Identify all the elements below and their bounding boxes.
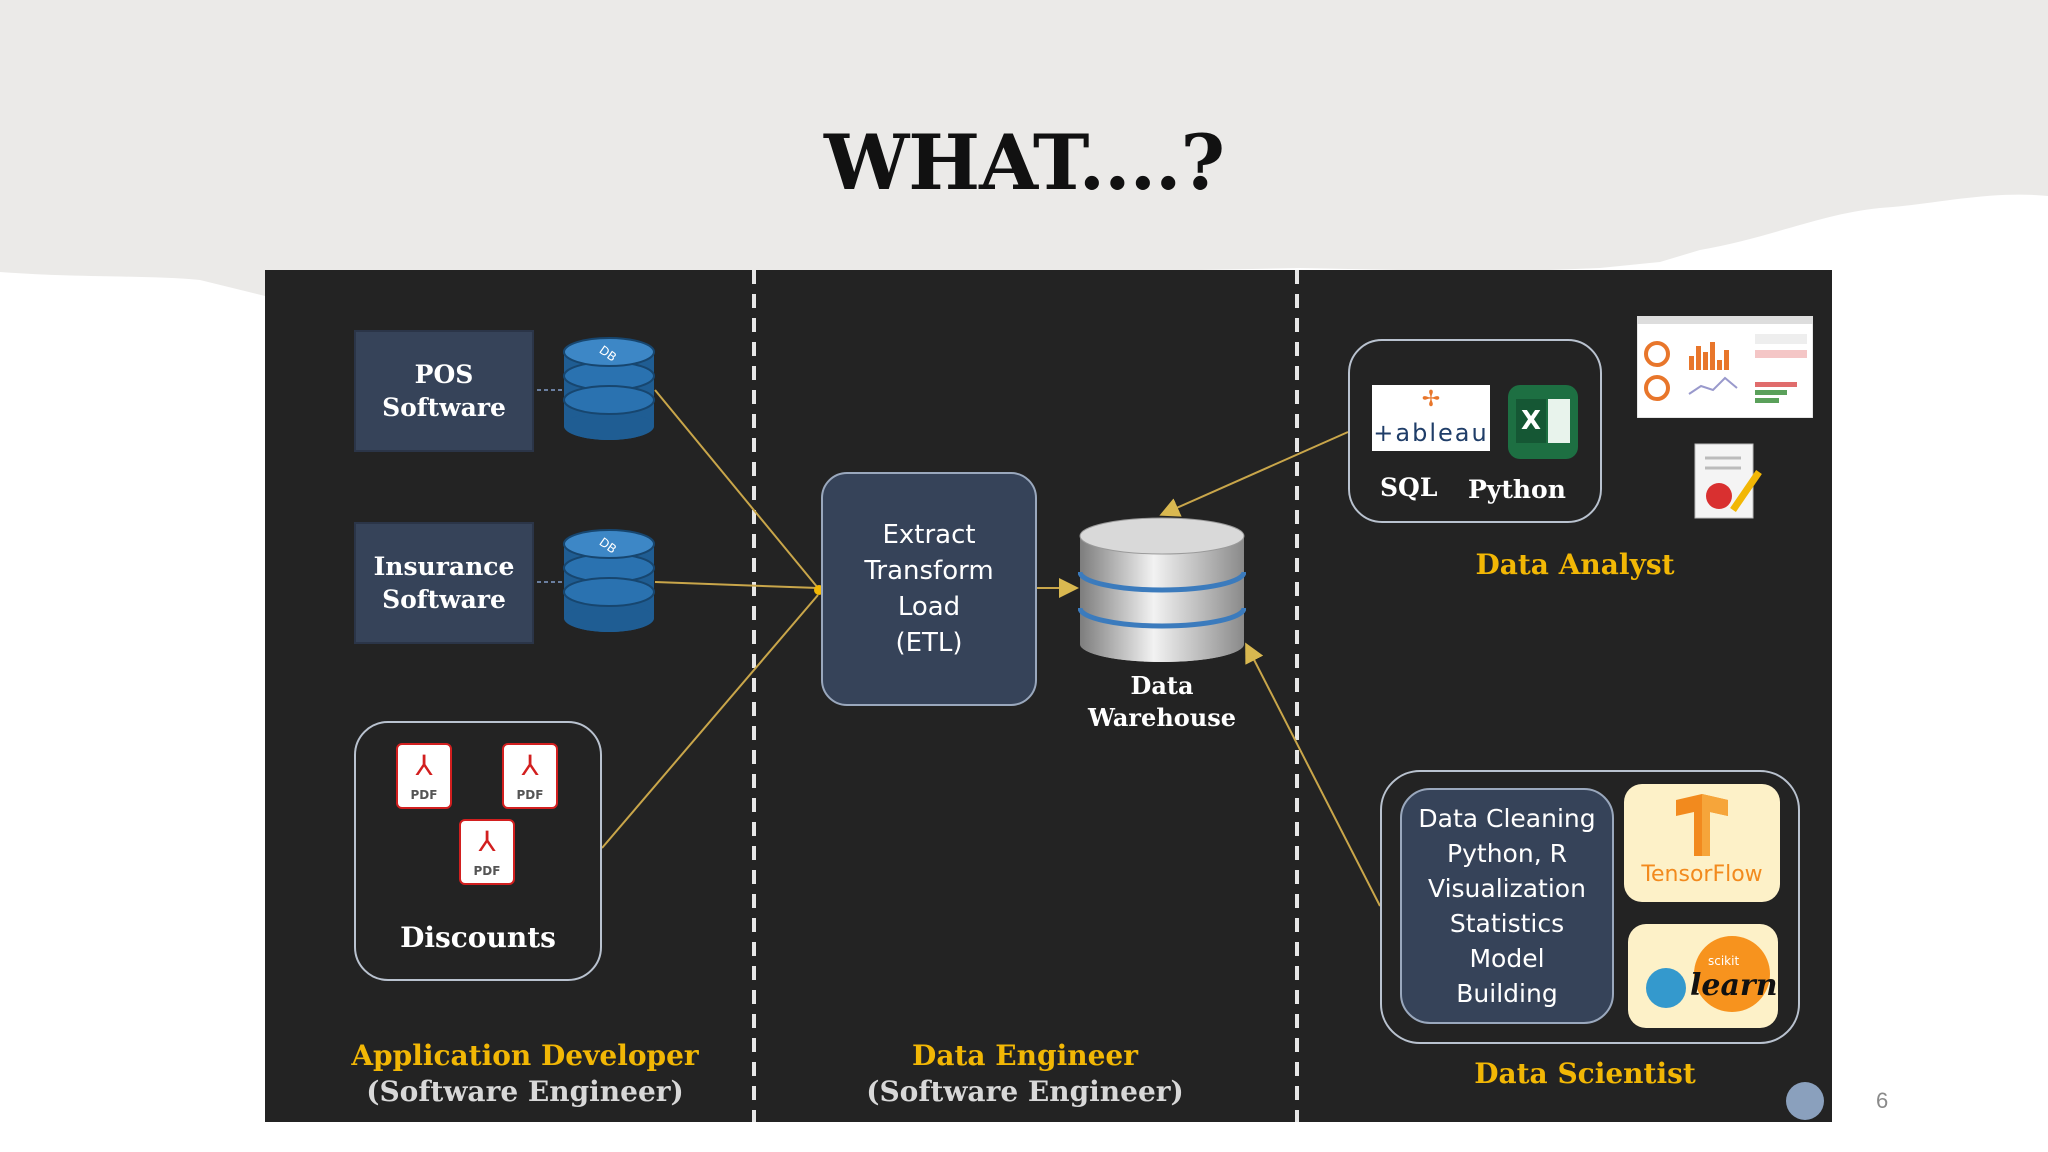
dashboard-icon	[1637, 316, 1813, 418]
skill-item: Python, R	[1447, 839, 1567, 868]
scientist-skills-box: Data Cleaning Python, R Visualization St…	[1400, 788, 1614, 1024]
tableau-mark-icon: ✢	[1421, 387, 1441, 412]
discounts-label: Discounts	[400, 921, 556, 954]
insurance-label-line1: Insurance	[373, 552, 515, 581]
insurance-software-box: Insurance Software	[354, 522, 534, 644]
warehouse-line2: Warehouse	[1087, 703, 1237, 732]
etl-line3: Load	[897, 592, 961, 622]
app-dev-role: Application Developer (Software Engineer…	[351, 1039, 699, 1108]
discounts-box: ⅄PDF ⅄PDF ⅄PDF Discounts	[354, 721, 602, 981]
pos-software-box: POS Software	[354, 330, 534, 452]
tableau-logo: ✢ +ableau	[1372, 385, 1490, 451]
connectors	[530, 270, 1381, 1122]
watermark-logo-icon	[1786, 1082, 1824, 1120]
tensorflow-wordmark: TensorFlow	[1641, 862, 1763, 887]
excel-glyph: X	[1516, 399, 1546, 443]
data-analyst-role: Data Analyst	[1475, 548, 1675, 581]
warehouse-label: Data Warehouse	[1077, 670, 1247, 734]
excel-icon: X	[1508, 385, 1578, 459]
etl-line1: Extract	[882, 520, 976, 550]
report-icon	[1694, 443, 1762, 519]
data-scientist-role: Data Scientist	[1474, 1057, 1696, 1090]
sklearn-orange-dot-icon	[1694, 936, 1770, 1012]
etl-box: Extract Transform Load (ETL)	[821, 472, 1037, 706]
slide-title: WHAT....?	[823, 118, 1225, 207]
analyst-tools-box: ✢ +ableau X SQL Python	[1348, 339, 1602, 523]
etl-line2: Transform	[864, 556, 994, 586]
pdf-file-icon: ⅄PDF	[396, 743, 452, 809]
tensorflow-logo: TensorFlow	[1624, 784, 1780, 902]
scikit-learn-logo: scikit learn	[1628, 924, 1778, 1028]
sklearn-wordmark: learn	[1690, 968, 1778, 1003]
page-number: 6	[1876, 1088, 1889, 1113]
database-icon: DB	[563, 529, 655, 632]
data-engineer-role: Data Engineer (Software Engineer)	[866, 1039, 1184, 1108]
header-band	[0, 0, 2048, 296]
pdf-file-icon: ⅄PDF	[502, 743, 558, 809]
scientist-box: Data Cleaning Python, R Visualization St…	[1380, 770, 1800, 1044]
pdf-file-icon: ⅄PDF	[459, 819, 515, 885]
tensorflow-mark-icon	[1676, 794, 1728, 856]
skill-item: Statistics	[1449, 909, 1565, 938]
database-icon: DB	[563, 337, 655, 440]
sklearn-blue-dot-icon	[1646, 968, 1686, 1008]
etl-diagram-panel: POS Software DB Insurance Software DB ⅄P…	[265, 270, 1832, 1122]
skill-item: Model	[1469, 944, 1545, 973]
warehouse-line1: Data	[1130, 671, 1194, 700]
sql-label: SQL	[1380, 473, 1438, 502]
database-cylinder-icon	[1078, 517, 1246, 662]
pos-label-line1: POS	[414, 360, 474, 389]
tableau-wordmark: +ableau	[1373, 419, 1489, 447]
insurance-label-line2: Software	[382, 585, 506, 614]
skill-item: Data Cleaning	[1418, 804, 1596, 833]
sklearn-small-label: scikit	[1708, 954, 1740, 968]
skill-item: Building	[1456, 979, 1558, 1008]
pos-label-line2: Software	[382, 393, 506, 422]
etl-line4: (ETL)	[895, 628, 963, 658]
python-label: Python	[1468, 475, 1566, 504]
skill-item: Visualization	[1428, 874, 1586, 903]
